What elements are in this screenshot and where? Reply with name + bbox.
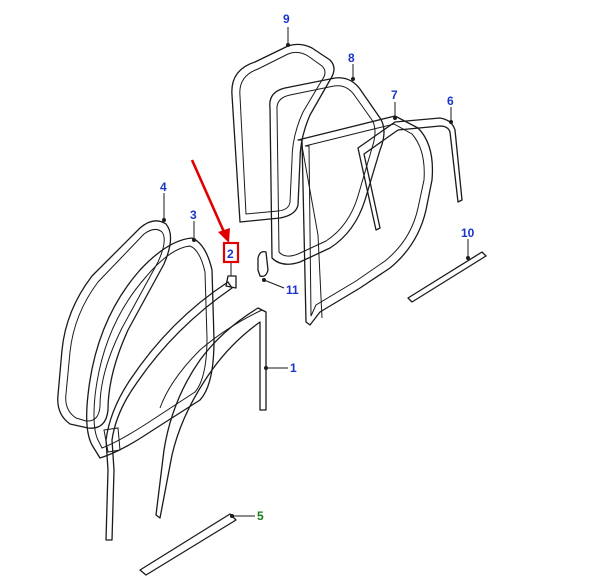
highlight-arrow xyxy=(190,159,230,243)
part-9-seal[interactable] xyxy=(231,43,335,223)
callout-8[interactable]: 8 xyxy=(348,51,355,65)
callout-4[interactable]: 4 xyxy=(160,180,167,194)
part-5-strip[interactable] xyxy=(139,513,237,576)
callout-11[interactable]: 11 xyxy=(286,283,299,297)
callout-6[interactable]: 6 xyxy=(447,94,454,108)
callout-1[interactable]: 1 xyxy=(290,361,297,375)
part-4-seal[interactable] xyxy=(57,220,172,429)
leader-lines xyxy=(162,27,470,518)
part-8-seal[interactable] xyxy=(269,77,385,265)
callout-7[interactable]: 7 xyxy=(391,88,398,102)
part-6-seal[interactable] xyxy=(357,117,463,231)
part-11-clip[interactable] xyxy=(257,250,269,278)
glass-run-strip[interactable] xyxy=(103,281,233,541)
part-2-clip[interactable] xyxy=(225,262,237,289)
part-1-frame[interactable] xyxy=(155,307,267,519)
callout-10[interactable]: 10 xyxy=(461,226,475,240)
callout-5[interactable]: 5 xyxy=(257,509,264,523)
part-3-seal[interactable] xyxy=(86,237,215,459)
part-7-seal[interactable] xyxy=(297,115,434,326)
callout-3[interactable]: 3 xyxy=(190,208,197,222)
callout-2-highlight-box xyxy=(222,241,240,264)
callout-2[interactable]: 2 xyxy=(227,247,234,261)
callout-9[interactable]: 9 xyxy=(283,12,290,26)
part-10-strip[interactable] xyxy=(407,251,487,303)
